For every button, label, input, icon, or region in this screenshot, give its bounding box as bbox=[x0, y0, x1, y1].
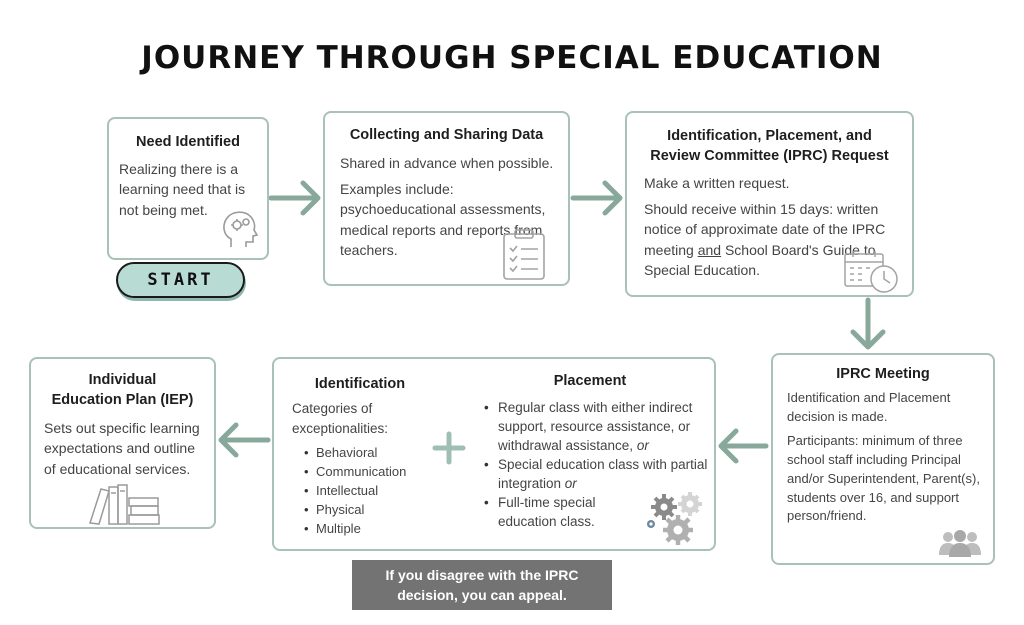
gears-icon bbox=[647, 492, 702, 545]
iprc-request-heading: Identification, Placement, and Review Co… bbox=[627, 127, 912, 166]
iprc-request-line2-a: Should receive within 15 days: written n… bbox=[644, 201, 886, 258]
calendar-clock-icon bbox=[844, 251, 898, 293]
need-identified-heading: Need Identified bbox=[136, 134, 240, 150]
list-item: Physical bbox=[304, 500, 406, 519]
collecting-data-line2: Examples include: psychoeducational asse… bbox=[340, 181, 546, 258]
collecting-data-heading: Collecting and Sharing Data bbox=[349, 127, 544, 143]
iep-heading-line2: Education Plan (IEP) bbox=[51, 391, 194, 408]
identification-placement-box: Identification Categories of exceptional… bbox=[272, 357, 716, 551]
appeal-line2: decision, you can appeal. bbox=[397, 587, 567, 603]
clipboard-icon bbox=[503, 229, 545, 280]
placement-item2-or: or bbox=[564, 476, 577, 491]
iprc-meeting-line2: Participants: minimum of three school st… bbox=[787, 433, 980, 524]
iep-heading: Individual Education Plan (IEP) bbox=[31, 371, 214, 410]
identification-heading: Identification bbox=[314, 376, 406, 392]
plus-icon bbox=[432, 431, 466, 465]
need-identified-box: Need Identified Realizing there is a lea… bbox=[107, 117, 269, 260]
page-title: JOURNEY THROUGH SPECIAL EDUCATION bbox=[141, 40, 883, 76]
collecting-data-box: Collecting and Sharing Data Shared in ad… bbox=[323, 111, 570, 286]
list-item: Full-time special education class. bbox=[484, 493, 614, 531]
arrow-meeting-to-center bbox=[718, 428, 769, 464]
head-gears-icon bbox=[223, 211, 259, 247]
iprc-request-line2-and: and bbox=[697, 241, 722, 258]
identification-intro: Categories of exceptionalities: bbox=[292, 401, 389, 436]
placement-list: Regular class with either indirect suppo… bbox=[484, 398, 712, 531]
collecting-data-line1: Shared in advance when possible. bbox=[340, 155, 554, 171]
arrow-request-to-meeting bbox=[850, 297, 886, 350]
exceptionalities-list: Behavioral Communication Intellectual Ph… bbox=[304, 443, 406, 538]
list-item: Intellectual bbox=[304, 481, 406, 500]
arrow-data-to-request bbox=[570, 180, 623, 216]
iep-box: Individual Education Plan (IEP) Sets out… bbox=[29, 357, 216, 529]
need-identified-text: Realizing there is a learning need that … bbox=[119, 161, 246, 218]
list-item: Behavioral bbox=[304, 443, 406, 462]
iprc-request-line2-b: School Board's Guide to Special Educatio… bbox=[644, 241, 876, 278]
list-item: Communication bbox=[304, 462, 406, 481]
arrow-need-to-data bbox=[268, 180, 321, 216]
placement-item1: Regular class with either indirect suppo… bbox=[498, 400, 693, 453]
iprc-meeting-box: IPRC Meeting Identification and Placemen… bbox=[771, 353, 995, 565]
list-item: Regular class with either indirect suppo… bbox=[484, 398, 712, 455]
iprc-meeting-line1: Identification and Placement decision is… bbox=[787, 390, 951, 424]
list-item: Special education class with partial int… bbox=[484, 455, 712, 493]
books-icon bbox=[89, 484, 160, 525]
start-badge: START bbox=[116, 262, 245, 298]
list-item: Multiple bbox=[304, 519, 406, 538]
placement-item3: Full-time special education class. bbox=[498, 495, 596, 529]
placement-heading: Placement bbox=[553, 373, 627, 389]
people-icon bbox=[939, 530, 981, 557]
placement-item2: Special education class with partial int… bbox=[498, 457, 708, 491]
iprc-request-heading-line2: Review Committee (IPRC) Request bbox=[650, 147, 889, 164]
iep-heading-line1: Individual bbox=[88, 372, 157, 388]
arrow-center-to-iep bbox=[218, 422, 271, 458]
iep-text: Sets out specific learning expectations … bbox=[44, 420, 200, 477]
appeal-note: If you disagree with the IPRC decision, … bbox=[352, 560, 612, 610]
placement-item1-or: or bbox=[636, 438, 649, 453]
iprc-request-box: Identification, Placement, and Review Co… bbox=[625, 111, 914, 297]
iprc-meeting-heading: IPRC Meeting bbox=[836, 366, 930, 382]
appeal-line1: If you disagree with the IPRC bbox=[385, 567, 579, 583]
iprc-request-line2: Should receive within 15 days: written n… bbox=[644, 199, 906, 280]
iprc-request-line1: Make a written request. bbox=[644, 175, 790, 191]
iprc-request-heading-line1: Identification, Placement, and bbox=[667, 128, 872, 144]
